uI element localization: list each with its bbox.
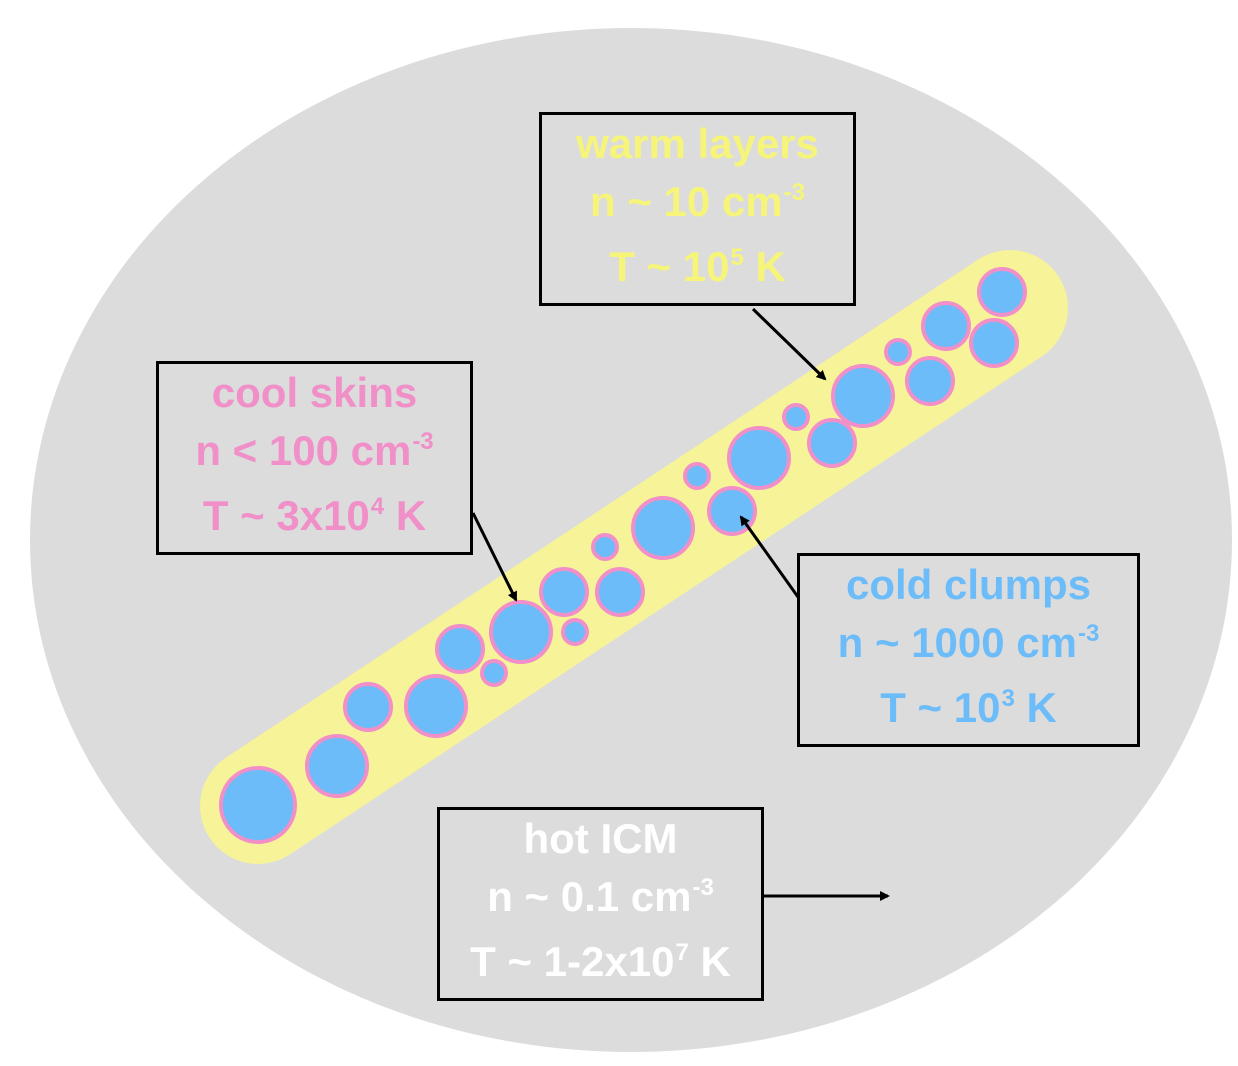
cold-clump bbox=[489, 600, 553, 664]
cold-clumps-density: n ~ 1000 cm-3 bbox=[837, 619, 1100, 666]
hot-icm-title: hot ICM bbox=[523, 815, 678, 862]
cool-skins-temperature: T ~ 3x104 K bbox=[202, 492, 427, 539]
cold-clump bbox=[969, 318, 1019, 368]
cold-clumps-arrow bbox=[739, 515, 800, 598]
cool-skins-arrow bbox=[471, 512, 518, 602]
hot-icm-label: hot ICM n ~ 0.1 cm-3 T ~ 1-2x107 K bbox=[437, 807, 764, 1001]
cold-clump bbox=[977, 267, 1027, 317]
cold-clump bbox=[631, 496, 695, 560]
cold-clump bbox=[305, 734, 369, 798]
warm-layers-label: warm layers n ~ 10 cm-3 T ~ 105 K bbox=[539, 112, 856, 306]
cold-clumps-label: cold clumps n ~ 1000 cm-3 T ~ 103 K bbox=[797, 553, 1140, 747]
cold-clump bbox=[831, 364, 895, 428]
cold-clump bbox=[807, 418, 857, 468]
cold-clump bbox=[595, 567, 645, 617]
cold-clumps-title: cold clumps bbox=[845, 561, 1092, 608]
warm-layers-arrow bbox=[751, 307, 827, 381]
warm-layers-density: n ~ 10 cm-3 bbox=[590, 178, 805, 225]
cold-clump bbox=[480, 659, 508, 687]
cool-skins-title: cool skins bbox=[211, 369, 418, 416]
cold-clump bbox=[219, 766, 297, 844]
cold-clumps-group bbox=[219, 267, 1027, 844]
cold-clump bbox=[435, 624, 485, 674]
cold-clump bbox=[683, 462, 711, 490]
cold-clump bbox=[905, 356, 955, 406]
cold-clump bbox=[921, 301, 971, 351]
cold-clump bbox=[343, 682, 393, 732]
cold-clump bbox=[539, 567, 589, 617]
cold-clumps-temperature: T ~ 103 K bbox=[880, 684, 1057, 731]
cold-clump bbox=[404, 674, 468, 738]
hot-icm-density: n ~ 0.1 cm-3 bbox=[487, 873, 714, 920]
cool-skins-density: n < 100 cm-3 bbox=[195, 427, 434, 474]
cold-clump bbox=[727, 426, 791, 490]
cold-clump bbox=[782, 403, 810, 431]
hot-icm-temperature: T ~ 1-2x107 K bbox=[470, 938, 731, 985]
warm-layers-temperature: T ~ 105 K bbox=[609, 243, 786, 290]
cold-clump bbox=[561, 618, 589, 646]
cool-skins-label: cool skins n < 100 cm-3 T ~ 3x104 K bbox=[156, 361, 473, 555]
cold-clump bbox=[884, 338, 912, 366]
cold-clump bbox=[591, 533, 619, 561]
warm-layers-title: warm layers bbox=[576, 120, 819, 167]
